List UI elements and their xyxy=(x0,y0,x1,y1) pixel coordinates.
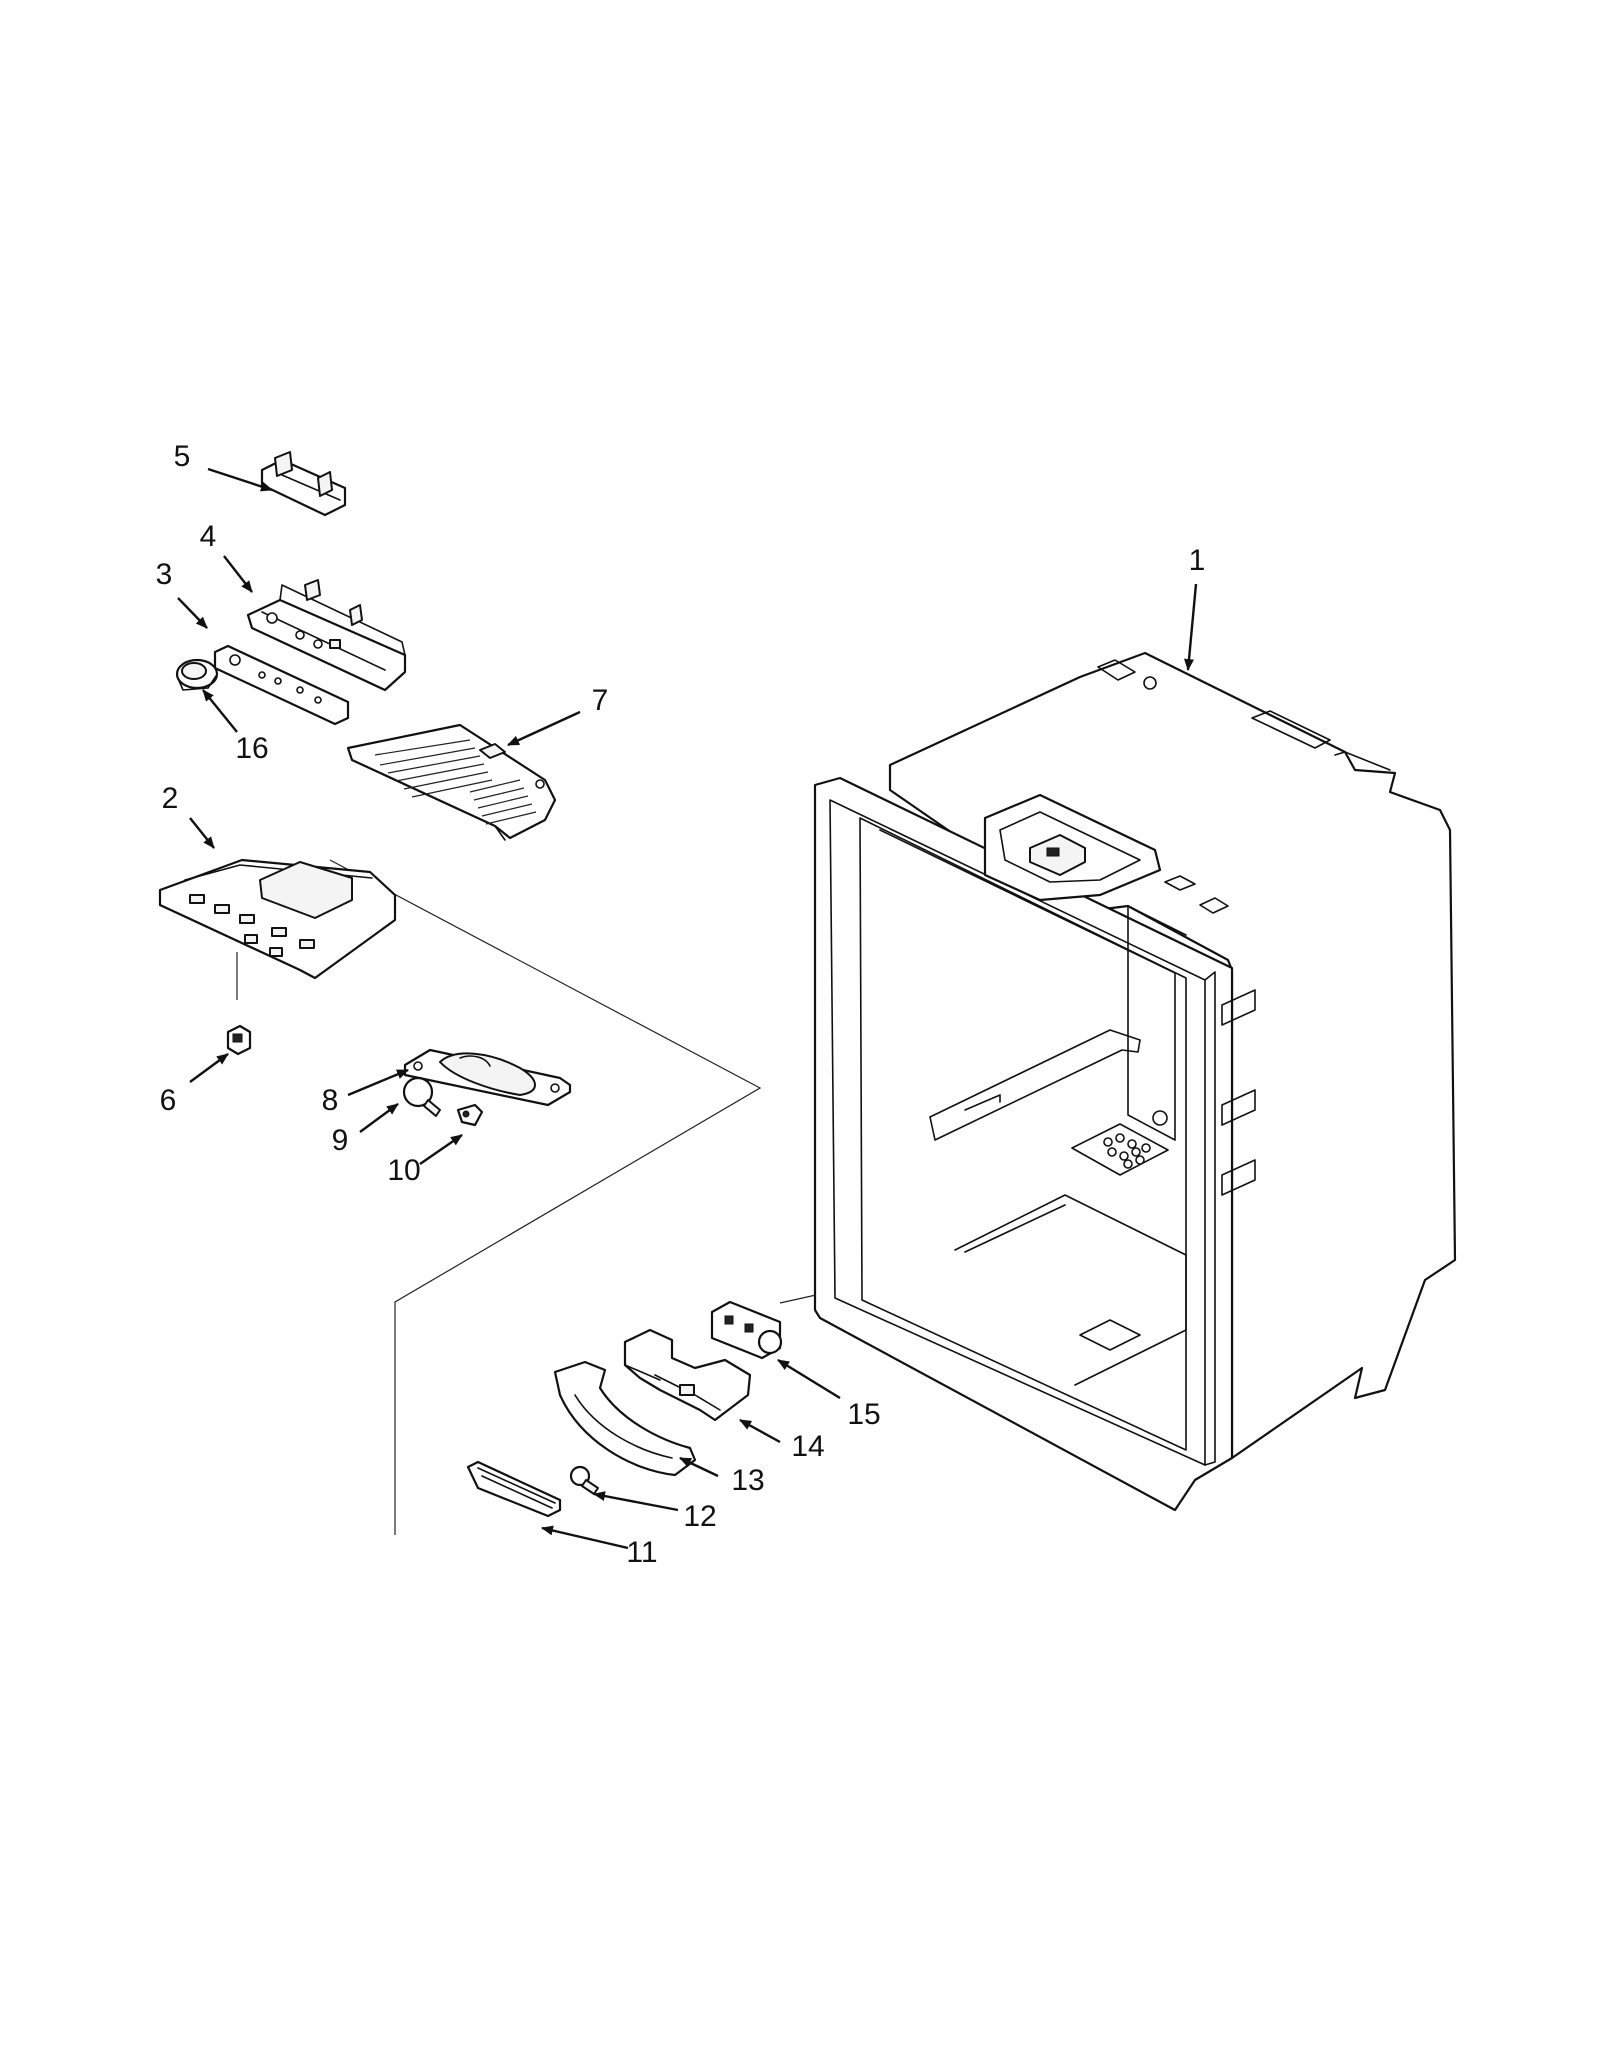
leader-5 xyxy=(207,467,273,492)
control-housing-part-4 xyxy=(246,579,407,692)
leader-7 xyxy=(507,710,581,747)
leader-14 xyxy=(739,1418,781,1444)
leader-8 xyxy=(347,1068,409,1097)
light-housing-part-8 xyxy=(403,1048,572,1107)
callout-12: 12 xyxy=(683,1500,716,1533)
bracket-part-5 xyxy=(260,451,347,517)
leader-16 xyxy=(202,689,238,733)
bulb-socket-part-10 xyxy=(456,1103,484,1127)
callout-14: 14 xyxy=(791,1430,824,1463)
callout-7: 7 xyxy=(592,684,609,717)
leader-2 xyxy=(189,817,215,849)
drip-grille-part-11 xyxy=(466,1460,562,1518)
callout-3: 3 xyxy=(156,558,173,591)
knob-part-16 xyxy=(175,658,219,691)
callout-1: 1 xyxy=(1189,544,1206,577)
light-bulb-part-9 xyxy=(402,1076,441,1117)
callout-9: 9 xyxy=(332,1124,349,1157)
callout-6: 6 xyxy=(160,1084,177,1117)
leader-15 xyxy=(777,1358,841,1400)
diffuser-part-7 xyxy=(346,723,557,841)
leader-arrows xyxy=(177,467,1198,1550)
callout-5: 5 xyxy=(174,440,191,473)
leader-4 xyxy=(223,555,253,593)
switch-assembly-part-15 xyxy=(710,1300,783,1360)
switch-part-6 xyxy=(226,1024,252,1056)
leader-1 xyxy=(1184,583,1198,671)
leader-10 xyxy=(419,1134,463,1165)
leader-12 xyxy=(593,1491,679,1512)
vent-slots xyxy=(1103,1133,1151,1169)
callout-15: 15 xyxy=(847,1398,880,1431)
callout-16: 16 xyxy=(235,732,268,765)
callout-2: 2 xyxy=(162,782,179,815)
dispenser-trim-part-13 xyxy=(553,1360,697,1477)
leader-6 xyxy=(189,1053,229,1083)
callout-4: 4 xyxy=(200,520,217,553)
callout-8: 8 xyxy=(322,1084,339,1117)
callout-10: 10 xyxy=(387,1154,420,1187)
leader-11 xyxy=(541,1525,629,1550)
callout-11: 11 xyxy=(626,1536,657,1569)
leader-3 xyxy=(177,597,208,629)
leader-13 xyxy=(679,1456,719,1478)
dispenser-housing-part-14 xyxy=(623,1328,752,1422)
refrigerator-liner-part xyxy=(813,651,1457,1512)
callout-labels: 1 2 3 4 5 6 7 8 9 10 11 12 13 14 15 16 xyxy=(156,440,1206,1569)
leader-9 xyxy=(359,1103,399,1133)
callout-13: 13 xyxy=(731,1464,764,1497)
mounting-plate-part-2 xyxy=(158,858,397,980)
screw-part-12 xyxy=(569,1465,599,1495)
